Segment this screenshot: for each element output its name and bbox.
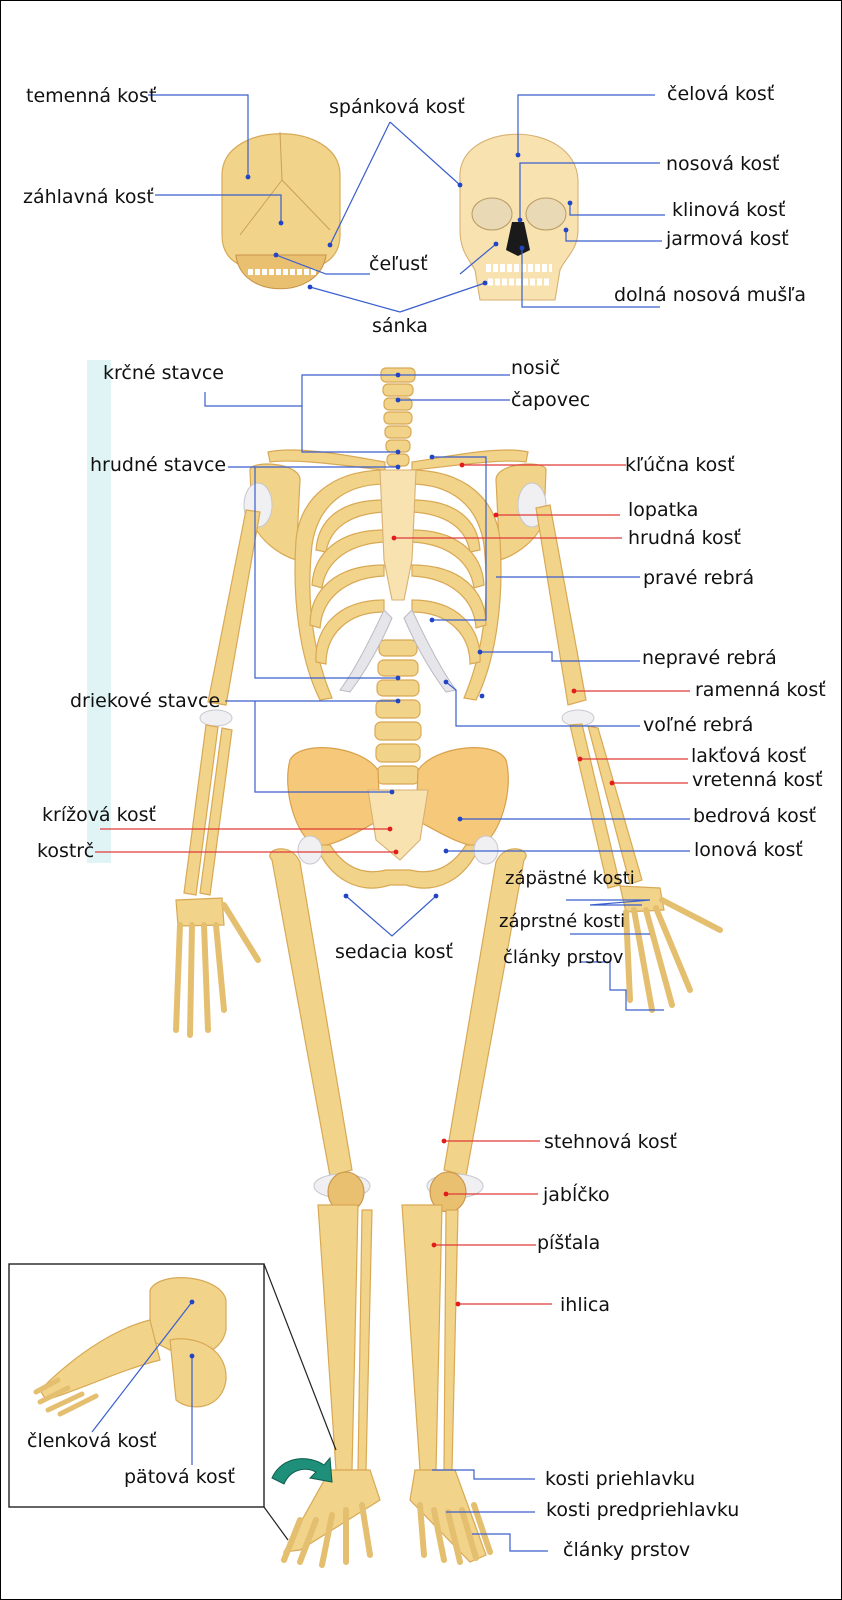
label-klinova-kost: klinová kosť [672, 199, 786, 221]
label-volne-rebra: voľné rebrá [643, 714, 753, 736]
label-jarmova-kost: jarmová kosť [665, 228, 789, 250]
label-zahlavna-kost: záhlavná kosť [23, 186, 154, 208]
label-kosti-predpriehlavku: kosti predpriehlavku [546, 1499, 739, 1521]
spine-highlight-bar [87, 360, 111, 863]
label-kostrc: kostrč [37, 840, 94, 862]
label-celova-kost: čelová kosť [667, 83, 775, 105]
label-klucna-kost: kľúčna kosť [625, 454, 735, 476]
label-zaprstne-kosti: záprstné kosti [499, 911, 625, 932]
label-clanky-prstov-ruka: články prstov [503, 947, 624, 968]
label-temenna-kost: temenná kosť [26, 85, 157, 107]
pelvis [287, 747, 509, 889]
label-prave-rebra: pravé rebrá [643, 567, 754, 589]
label-lopatka: lopatka [628, 499, 698, 521]
leader-lines [91, 94, 690, 1552]
label-hrudna-kost: hrudná kosť [628, 527, 742, 549]
label-pistala: píšťala [537, 1232, 600, 1254]
label-krizova-kost: krížová kosť [42, 804, 156, 826]
arms [173, 504, 723, 1038]
label-ihlica: ihlica [560, 1294, 610, 1316]
zoom-arrow-icon [271, 1456, 333, 1485]
label-clenkova-kost: členková kosť [27, 1430, 157, 1452]
marker-dots [189, 152, 615, 1359]
label-nosova-kost: nosová kosť [666, 153, 780, 175]
label-nosic: nosič [511, 357, 560, 379]
label-krcne-stavce: krčné stavce [103, 362, 224, 384]
label-celust: čeľusť [369, 253, 428, 275]
label-lonova-kost: lonová kosť [694, 839, 803, 861]
labels: temenná kosť spánková kosť čelová kosť z… [23, 83, 826, 1561]
label-jabcko: jabĺčko [542, 1183, 610, 1206]
label-neprave-rebra: nepravé rebrá [642, 647, 777, 669]
label-bedrova-kost: bedrová kosť [693, 805, 817, 827]
rib-cage [294, 469, 502, 701]
label-ramenna-kost: ramenná kosť [695, 679, 826, 701]
spine [374, 367, 422, 785]
label-hrudne-stavce: hrudné stavce [90, 454, 226, 476]
label-driekove-stavce: driekové stavce [70, 690, 220, 712]
label-spankova-kost: spánková kosť [329, 96, 465, 118]
label-kosti-priehlavku: kosti priehlavku [545, 1468, 695, 1490]
foot-inset [8, 1263, 337, 1541]
label-clanky-prstov-noha: články prstov [563, 1539, 690, 1561]
label-capovec: čapovec [511, 389, 590, 411]
label-zapastne-kosti: zápästné kosti [505, 868, 635, 889]
label-laktova-kost: lakťová kosť [691, 745, 807, 767]
label-sedacia-kost: sedacia kosť [335, 941, 454, 963]
legs [269, 848, 527, 1568]
label-vretenna-kost: vretenná kosť [692, 769, 823, 791]
label-stehnova-kost: stehnová kosť [544, 1131, 678, 1153]
label-sanka: sánka [372, 315, 428, 337]
label-dolna-nosova-musla: dolná nosová mušľa [614, 284, 806, 306]
skull-front-view [459, 133, 579, 301]
label-patova-kost: pätová kosť [124, 1466, 236, 1488]
